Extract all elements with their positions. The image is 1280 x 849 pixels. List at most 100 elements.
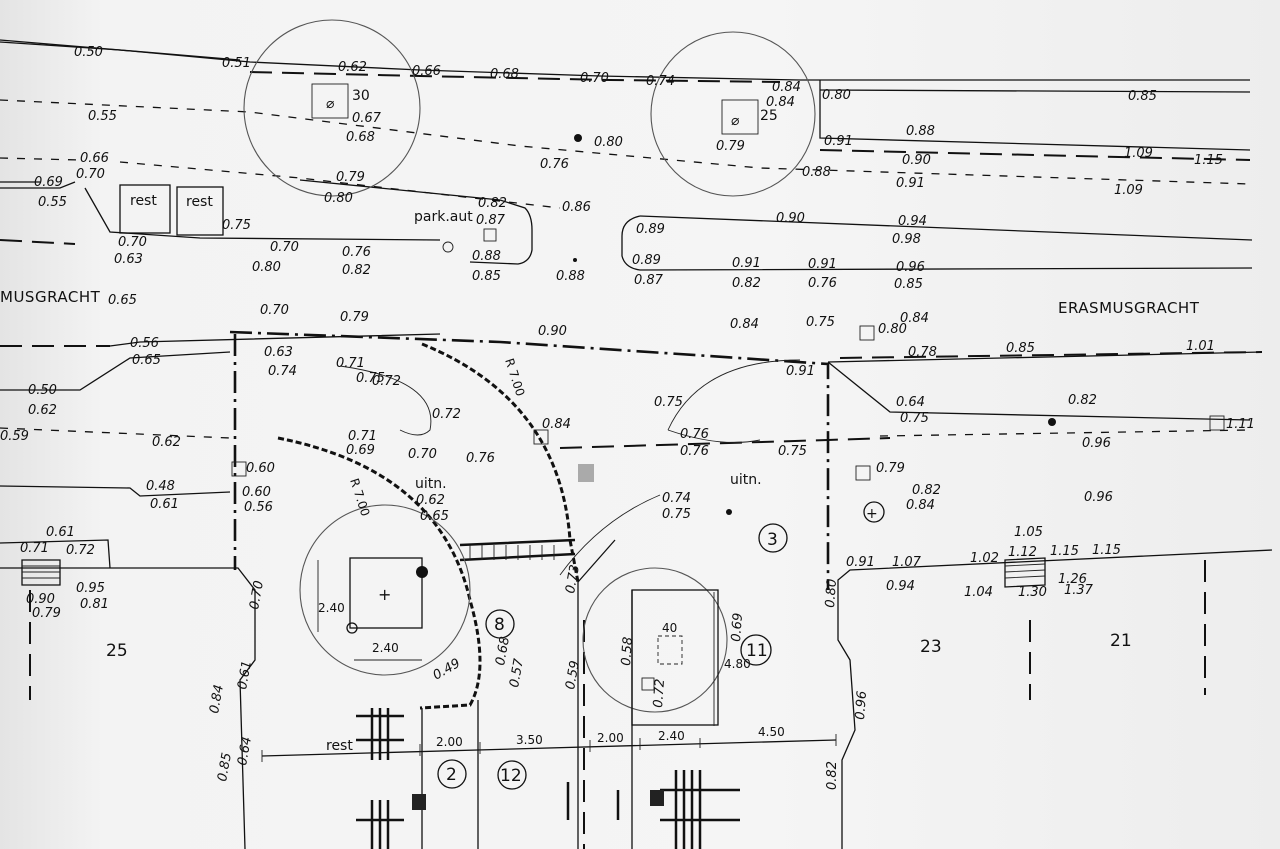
house-number: 23 <box>920 637 942 657</box>
svg-text:0.70: 0.70 <box>247 580 267 611</box>
svg-text:0.71: 0.71 <box>336 356 365 371</box>
tree-symbol-icon: ⌀ <box>326 96 335 112</box>
dimension-label: 3.50 <box>516 733 543 747</box>
svg-text:1.05: 1.05 <box>1014 525 1043 540</box>
svg-text:0.61: 0.61 <box>235 660 255 691</box>
svg-text:0.69: 0.69 <box>729 612 746 642</box>
house-number: 25 <box>106 641 128 661</box>
svg-text:0.84: 0.84 <box>730 317 759 332</box>
svg-text:0.79: 0.79 <box>876 461 905 476</box>
dimension-label: 2.00 <box>436 735 463 749</box>
stairs-right <box>1004 557 1046 588</box>
svg-text:0.89: 0.89 <box>632 253 661 268</box>
svg-text:0.80: 0.80 <box>878 322 907 337</box>
svg-text:0.59: 0.59 <box>0 429 29 444</box>
svg-text:0.64: 0.64 <box>235 736 255 767</box>
svg-text:0.94: 0.94 <box>886 579 915 594</box>
tree-size-label: 25 <box>760 108 778 124</box>
svg-text:0.72: 0.72 <box>66 543 95 558</box>
svg-text:0.72: 0.72 <box>432 407 461 422</box>
point-marker-icon <box>573 258 577 262</box>
svg-text:0.91: 0.91 <box>824 134 853 149</box>
svg-text:0.75: 0.75 <box>356 371 385 386</box>
svg-text:0.67: 0.67 <box>352 111 382 126</box>
svg-text:11: 11 <box>746 641 768 661</box>
svg-text:0.86: 0.86 <box>562 200 591 215</box>
svg-text:0.79: 0.79 <box>340 310 369 325</box>
tree-pit <box>311 83 349 119</box>
svg-text:1.26: 1.26 <box>1058 572 1087 587</box>
plus-icon: + <box>378 585 391 604</box>
radius-label: R 7.00 <box>502 357 527 398</box>
grey-box <box>578 464 594 482</box>
svg-text:0.59: 0.59 <box>563 660 583 691</box>
svg-text:0.82: 0.82 <box>342 263 371 278</box>
svg-text:8: 8 <box>494 615 505 635</box>
svg-text:0.88: 0.88 <box>802 165 831 180</box>
svg-text:0.76: 0.76 <box>680 444 709 459</box>
svg-text:0.69: 0.69 <box>346 443 375 458</box>
svg-text:0.70: 0.70 <box>118 235 147 250</box>
stairs-left <box>0 539 111 586</box>
svg-text:0.79: 0.79 <box>336 170 365 185</box>
point-marker-icon <box>1048 418 1056 426</box>
tree-pit <box>631 589 719 726</box>
svg-text:0.91: 0.91 <box>846 555 875 570</box>
park-aut-label: park.aut <box>414 209 473 225</box>
object-number-8: 8 <box>485 609 515 639</box>
svg-text:2: 2 <box>446 765 457 785</box>
point-marker-icon <box>726 509 732 515</box>
tree-25: 25 ⌀ <box>650 31 816 197</box>
svg-text:0.74: 0.74 <box>662 491 691 506</box>
svg-text:1.02: 1.02 <box>970 551 999 566</box>
svg-text:0.88: 0.88 <box>906 124 935 139</box>
hydrant-icon <box>863 501 885 523</box>
svg-text:0.66: 0.66 <box>412 64 441 79</box>
svg-text:0.84: 0.84 <box>766 95 795 110</box>
svg-text:0.75: 0.75 <box>654 395 683 410</box>
svg-text:0.71: 0.71 <box>20 541 49 556</box>
svg-text:0.62: 0.62 <box>338 60 367 75</box>
point-marker-icon <box>574 134 582 142</box>
tree-30: 30 ⌀ <box>243 19 421 197</box>
svg-text:0.80: 0.80 <box>822 88 851 103</box>
rest-label: rest <box>130 193 157 209</box>
svg-text:12: 12 <box>500 766 522 786</box>
svg-text:0.88: 0.88 <box>556 269 585 284</box>
dimension-label: 2.40 <box>372 641 399 655</box>
svg-text:0.70: 0.70 <box>76 167 105 182</box>
svg-text:0.90: 0.90 <box>902 153 931 168</box>
tree-pit <box>349 557 423 629</box>
svg-text:0.75: 0.75 <box>806 315 835 330</box>
svg-text:0.60: 0.60 <box>242 485 271 500</box>
svg-text:0.68: 0.68 <box>346 130 375 145</box>
svg-text:0.65: 0.65 <box>108 293 137 308</box>
svg-text:1.15: 1.15 <box>1194 153 1223 168</box>
svg-text:0.75: 0.75 <box>900 411 929 426</box>
object-number-3: 3 <box>758 523 788 553</box>
svg-text:1.37: 1.37 <box>1064 583 1094 598</box>
svg-text:0.51: 0.51 <box>222 56 251 71</box>
svg-text:0.79: 0.79 <box>32 606 61 621</box>
rest-box <box>176 186 224 236</box>
svg-text:0.82: 0.82 <box>732 276 761 291</box>
lamp-icon <box>346 622 358 634</box>
svg-text:0.70: 0.70 <box>580 71 609 86</box>
cross-icon: + <box>866 506 878 522</box>
svg-text:0.63: 0.63 <box>264 345 293 360</box>
street-name-left: MUSGRACHT <box>0 288 101 306</box>
svg-text:0.87: 0.87 <box>476 213 506 228</box>
lamp-icon <box>442 241 454 253</box>
svg-text:1.09: 1.09 <box>1114 183 1143 198</box>
svg-text:0.72: 0.72 <box>372 374 401 389</box>
svg-text:0.76: 0.76 <box>342 245 371 260</box>
svg-text:0.98: 0.98 <box>892 232 921 247</box>
svg-text:0.69: 0.69 <box>34 175 63 190</box>
svg-text:0.96: 0.96 <box>853 690 870 720</box>
svg-text:0.84: 0.84 <box>207 684 227 715</box>
svg-text:0.76: 0.76 <box>808 276 837 291</box>
svg-text:0.75: 0.75 <box>778 444 807 459</box>
svg-text:0.80: 0.80 <box>823 578 840 608</box>
tree-pit-inner <box>657 635 683 665</box>
house-number: 21 <box>1110 631 1132 651</box>
